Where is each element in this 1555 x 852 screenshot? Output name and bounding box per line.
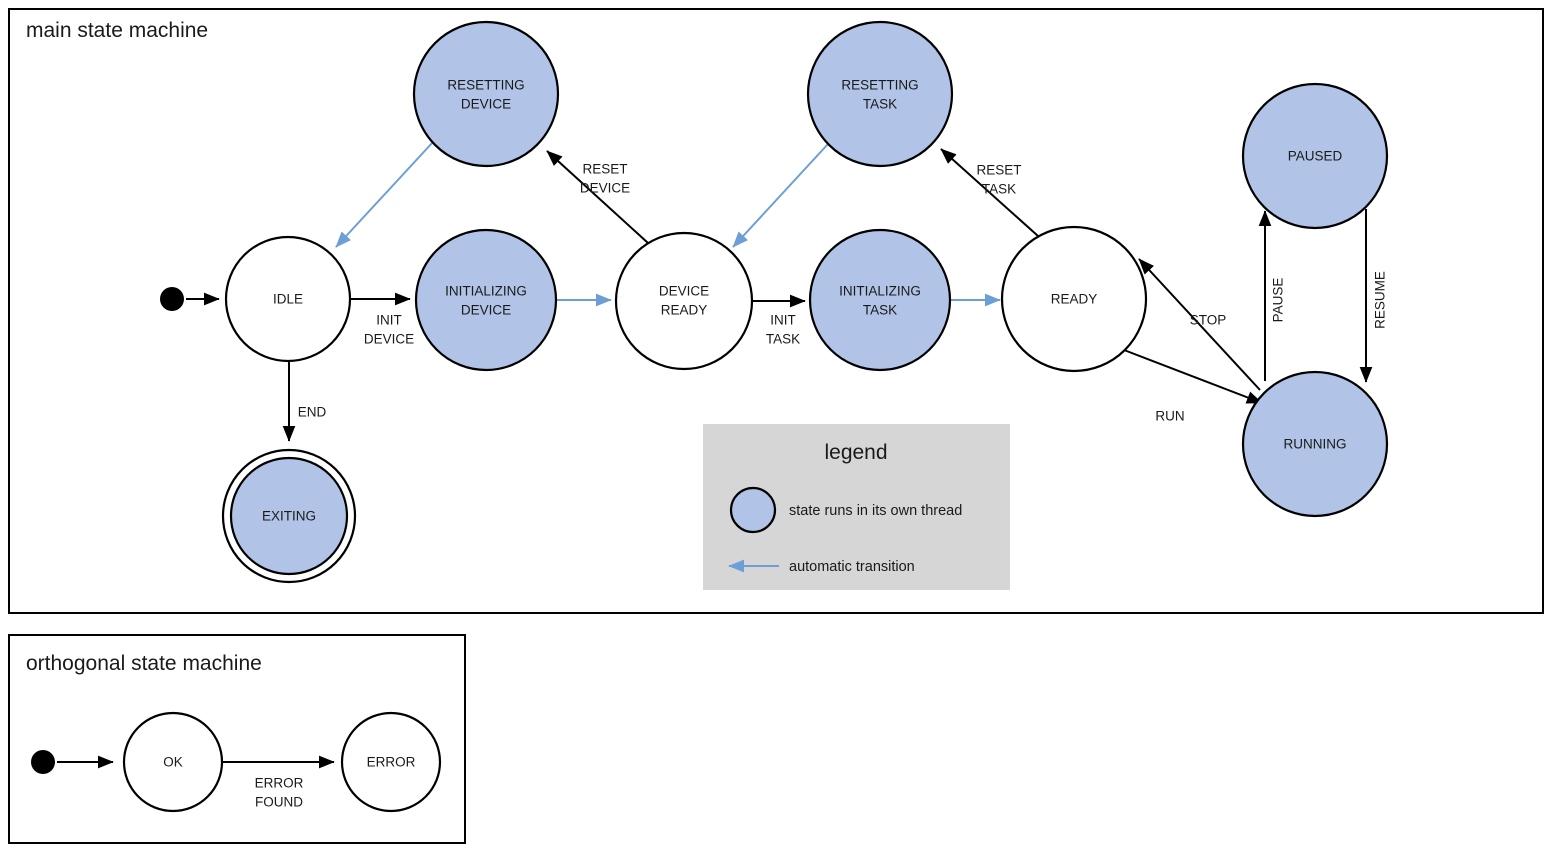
state-node-running[interactable]: RUNNING [1241,370,1389,518]
state-label-resetting-task-line2: TASK [863,97,897,112]
state-circle-running[interactable] [1241,370,1389,518]
state-circle-ok[interactable] [122,711,224,813]
transition-ready-to-resetting-task [940,148,1039,237]
state-circle-resetting-task[interactable] [806,20,954,168]
state-node-initializing-device[interactable]: INITIALIZING DEVICE [414,228,558,372]
edge-label-init-device-line2: DEVICE [364,332,414,347]
transition-running-to-ready [1138,258,1261,391]
state-label-device-ready-line1: DEVICE [659,284,709,299]
edge-label-reset-device-line1: RESET [582,162,627,177]
state-label-error: ERROR [367,755,416,770]
transition-device-ready-to-resetting-device [546,150,649,244]
edge-label-reset-task-line1: RESET [976,163,1021,178]
state-node-error[interactable]: ERROR [340,711,442,813]
edge-label-pause: PAUSE [1271,278,1286,323]
initial-state-marker [160,287,184,311]
state-node-ok[interactable]: OK [122,711,224,813]
state-node-initializing-task[interactable]: INITIALIZING TASK [808,228,952,372]
state-label-exiting: EXITING [262,509,316,524]
state-circle-error[interactable] [340,711,442,813]
state-circle-resetting-device[interactable] [412,20,560,168]
state-label-initializing-task-line1: INITIALIZING [839,284,921,299]
legend-thread-state-icon [729,486,777,534]
orthogonal-initial-state-marker [31,750,55,774]
legend-auto-transition-label: automatic transition [789,559,915,575]
edge-label-stop: STOP [1190,313,1227,328]
state-node-exiting[interactable]: EXITING [221,448,357,584]
state-label-initializing-device-line2: DEVICE [461,303,511,318]
edge-label-reset-device-line2: DEVICE [580,181,630,196]
edge-label-init-task-line2: TASK [766,332,800,347]
state-node-resetting-task[interactable]: RESETTING TASK [806,20,954,168]
state-node-paused[interactable]: PAUSED [1241,82,1389,230]
state-circle-initializing-task[interactable] [808,228,952,372]
state-node-device-ready[interactable]: DEVICE READY [614,231,754,371]
state-label-initializing-device-line1: INITIALIZING [445,284,527,299]
state-circle-ready[interactable] [1000,225,1148,373]
state-label-paused: PAUSED [1288,149,1343,164]
state-label-ok: OK [163,755,183,770]
state-label-device-ready-line2: READY [661,303,708,318]
state-label-resetting-task-line1: RESETTING [841,78,918,93]
state-node-resetting-device[interactable]: RESETTING DEVICE [412,20,560,168]
state-label-resetting-device-line1: RESETTING [447,78,524,93]
transition-resetting-device-to-idle [335,141,434,248]
state-circle-paused[interactable] [1241,82,1389,230]
state-circle-exiting-inner[interactable] [229,456,349,576]
edge-label-resume: RESUME [1373,271,1388,329]
legend-title: legend [824,441,887,464]
state-label-ready: READY [1051,292,1098,307]
state-label-resetting-device-line2: DEVICE [461,97,511,112]
edge-label-init-task-line1: INIT [770,313,796,328]
state-label-initializing-task-line2: TASK [863,303,897,318]
legend-thread-state-label: state runs in its own thread [789,503,962,519]
transition-resetting-task-to-device-ready [732,143,829,248]
state-circle-idle[interactable] [224,235,352,363]
edge-label-end: END [298,405,327,420]
orthogonal-frame-title: orthogonal state machine [26,652,262,675]
state-circle-initializing-device[interactable] [414,228,558,372]
state-circle-device-ready[interactable] [614,231,754,371]
state-node-ready[interactable]: READY [1000,225,1148,373]
edge-label-run: RUN [1155,409,1184,424]
transition-ready-to-running [1123,349,1263,404]
edge-label-reset-task-line2: TASK [982,182,1016,197]
state-label-idle: IDLE [273,292,303,307]
state-node-idle[interactable]: IDLE [224,235,352,363]
state-label-running: RUNNING [1284,437,1347,452]
edge-label-init-device-line1: INIT [376,313,402,328]
main-frame-title: main state machine [26,19,208,42]
edge-label-error-found-line1: ERROR [255,776,304,791]
legend: legend state runs in its own thread auto… [703,424,1010,590]
edge-label-error-found-line2: FOUND [255,795,303,810]
